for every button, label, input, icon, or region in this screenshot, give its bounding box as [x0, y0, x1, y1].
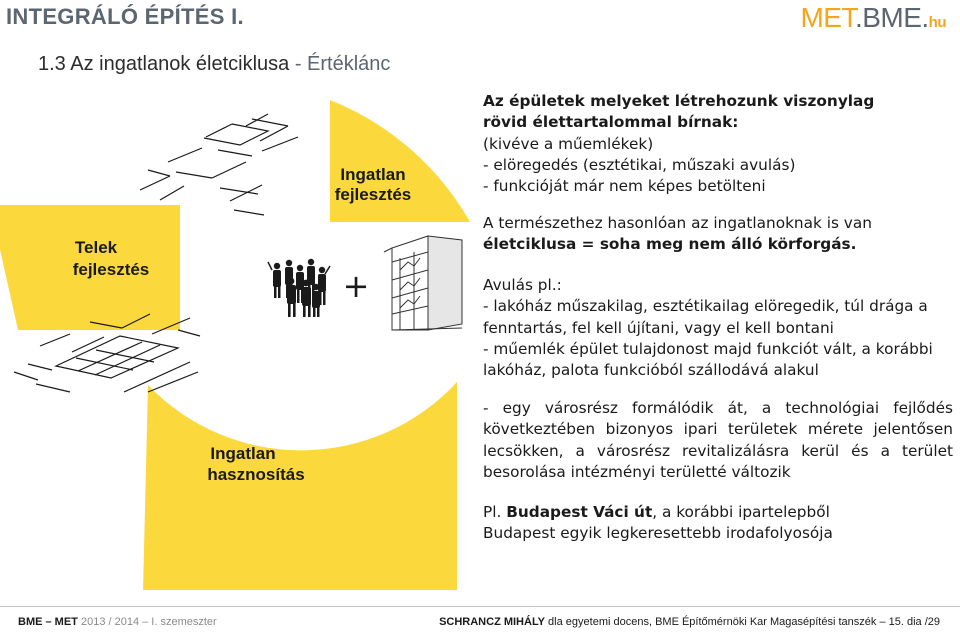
nature-line-2: életciklusa = soha meg nem álló körforgá…: [483, 235, 857, 254]
avulas-item-1: - lakóház műszakilag, esztétikailag elör…: [483, 297, 928, 337]
people-crowd-icon: [267, 258, 331, 317]
example-line-1: Pl. Budapest Váci út, a korábbi ipartele…: [483, 503, 830, 521]
lifecycle-diagram: + Ingatlan fejlesztés Telek fejlesztés I…: [0, 100, 470, 590]
label-ingatlan-hasznositas-line2: hasznosítás: [207, 465, 304, 484]
met-bme-logo: MET.BME.hu: [800, 2, 946, 33]
footer-course-info: BME – MET 2013 / 2014 – I. szemeszter: [18, 616, 217, 628]
nature-line-1: A természethez hasonlóan az ingatlanokna…: [483, 214, 872, 232]
avulas-item-2: - műemlék épület tulajdonost majd funkci…: [483, 339, 933, 380]
slide-subtitle: 1.3 Az ingatlanok életciklusa - Értéklán…: [38, 53, 390, 76]
avulas-heading: Avulás pl.:: [483, 276, 562, 294]
building-section-icon: [383, 235, 463, 331]
label-telek-fejlesztes-line1: Telek: [75, 238, 118, 257]
footer-author-info: SCHRANCZ MIHÁLY dla egyetemi docens, BME…: [439, 616, 940, 628]
varosresz-paragraph: - egy városrész formálódik át, a technol…: [483, 399, 953, 481]
label-ingatlan-fejlesztes-line2: fejlesztés: [335, 185, 412, 204]
intro-line-2: rövid élettartalommal bírnak:: [483, 113, 739, 132]
subtitle-rest: - Értéklánc: [289, 53, 391, 75]
footer-divider: [0, 606, 960, 607]
plus-sign: +: [343, 267, 370, 305]
example-line-2: Budapest egyik legkeresettebb irodafolyo…: [483, 524, 833, 543]
intro-line-1: Az épületek melyeket létrehozunk viszony…: [483, 92, 875, 110]
intro-line-3: (kivéve a műemlékek): [483, 134, 654, 153]
nature-paragraph: A természethez hasonlóan az ingatlanokna…: [483, 213, 953, 256]
intro-line-5: - funkcióját már nem képes betölteni: [483, 177, 766, 196]
cycle-segment-fejlesztes: [330, 100, 470, 222]
parcel-sketch-top-icon: [139, 113, 299, 216]
subtitle-lead: 1.3 Az ingatlanok életciklusa: [38, 53, 290, 75]
avulas-paragraph: Avulás pl.: - lakóház műszakilag, esztét…: [483, 275, 953, 381]
example-place: Budapest Váci út: [506, 503, 653, 521]
label-ingatlan-hasznositas-line1: Ingatlan: [210, 444, 275, 463]
cycle-segment-telek: [0, 205, 180, 330]
intro-line-4: - elöregedés (esztétikai, műszaki avulás…: [483, 155, 796, 174]
example-paragraph: Pl. Budapest Váci út, a korábbi ipartele…: [483, 502, 953, 545]
intro-paragraph: Az épületek melyeket létrehozunk viszony…: [483, 91, 953, 197]
label-ingatlan-fejlesztes-line1: Ingatlan: [340, 165, 405, 184]
label-telek-fejlesztes-line2: fejlesztés: [73, 260, 150, 279]
presentation-title: INTEGRÁLÓ ÉPÍTÉS I.: [6, 4, 244, 29]
cycle-segment-hasznositas: [143, 382, 457, 590]
parcel-sketch-bottom-icon: [13, 313, 201, 393]
